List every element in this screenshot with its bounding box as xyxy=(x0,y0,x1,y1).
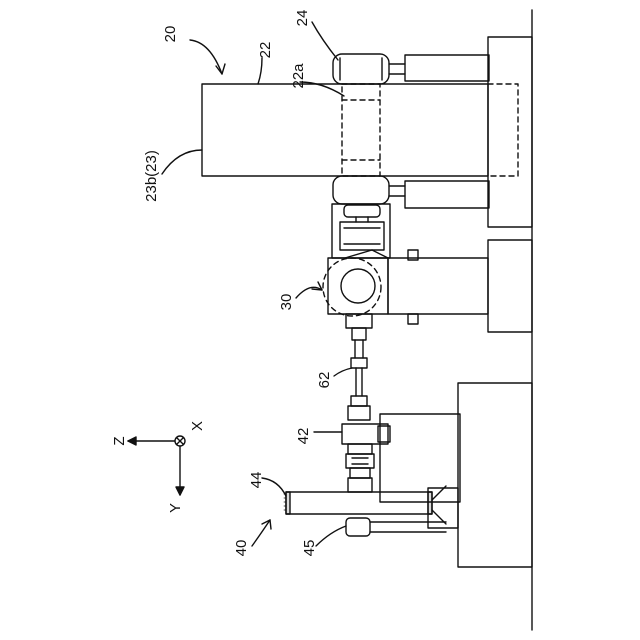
leader-45 xyxy=(316,526,346,546)
part-45 xyxy=(346,518,370,536)
label-40: 40 xyxy=(233,540,250,557)
joint-ball-30 xyxy=(341,269,375,303)
roller-24 xyxy=(333,54,389,84)
leader-24 xyxy=(312,22,338,60)
axis-label-y: Y xyxy=(167,503,184,513)
hidden-shaft-22a xyxy=(342,84,380,176)
base-block-bottom xyxy=(458,383,532,567)
label-44: 44 xyxy=(248,472,265,489)
member-22 xyxy=(202,84,488,176)
joint-hidden-circle xyxy=(323,258,381,316)
axis-label-x: X xyxy=(189,421,206,431)
label-30: 30 xyxy=(278,294,295,311)
label-62: 62 xyxy=(316,372,333,389)
leader-20 xyxy=(190,40,222,74)
bracket-30b xyxy=(408,314,418,324)
leader-23b xyxy=(162,150,202,174)
leader-22 xyxy=(258,58,262,84)
support-42 xyxy=(380,414,460,502)
support-upper-2 xyxy=(405,181,489,208)
leader-62 xyxy=(334,368,352,376)
hidden-outline-22 xyxy=(488,84,518,176)
leader-44 xyxy=(262,478,286,496)
roller-lower xyxy=(333,176,389,204)
base-block-mid xyxy=(488,240,532,332)
wheel-44 xyxy=(286,492,432,514)
label-23b: 23b(23) xyxy=(143,150,160,202)
leader-40 xyxy=(252,520,270,546)
base-block-top xyxy=(488,37,532,227)
joint-frame-30 xyxy=(328,258,388,314)
support-upper-1 xyxy=(405,55,489,81)
label-20: 20 xyxy=(162,26,179,43)
label-42: 42 xyxy=(295,428,312,445)
label-22: 22 xyxy=(257,42,274,59)
block-42 xyxy=(342,424,388,444)
label-45: 45 xyxy=(301,540,318,557)
motor-housing-30 xyxy=(388,258,488,314)
label-24: 24 xyxy=(294,10,311,27)
axis-label-z: Z xyxy=(111,436,128,445)
label-22a: 22a xyxy=(290,63,307,89)
